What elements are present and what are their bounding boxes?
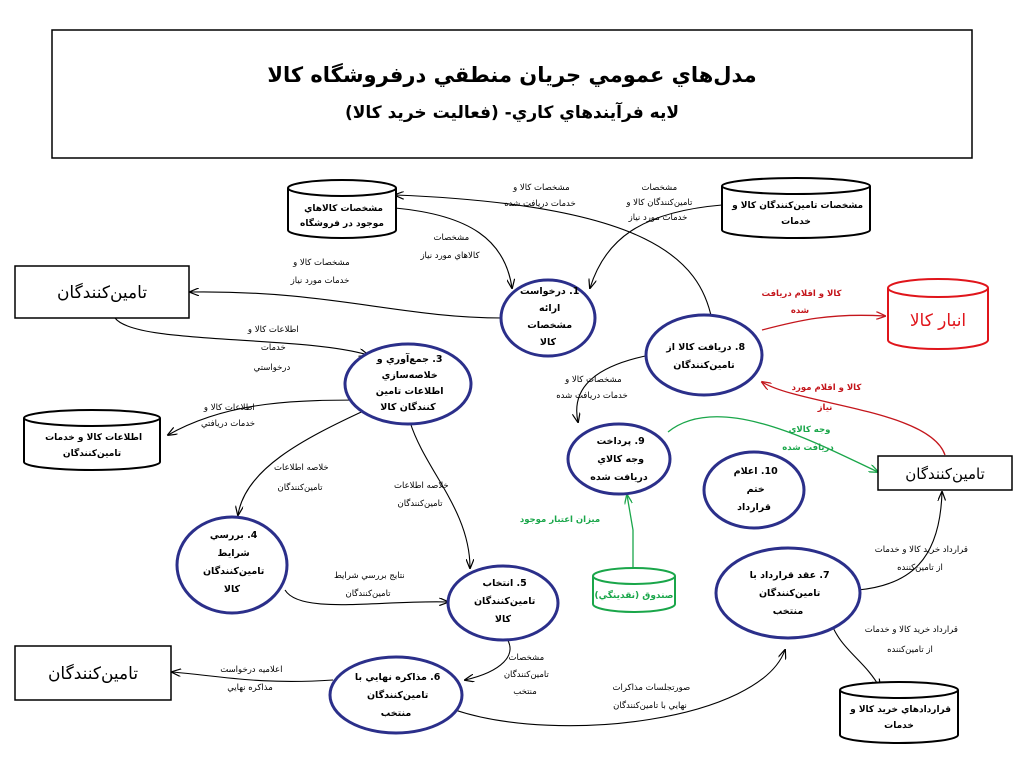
flow-label-suppliers-to-p3: اطلاعات كالا و خدمات درخواستي — [245, 325, 299, 373]
flow-p8-to-p9 — [577, 354, 651, 422]
svg-text:اطلاعات كالا و خدمات تام: اطلاعات كالا و خدمات تامين‌كنندگان — [42, 433, 142, 459]
process-8: 8. دريافت كالا از تامين‌كنندگان — [644, 313, 764, 397]
store-contracts: قراردادهاي خريد كالا و خدمات — [839, 681, 959, 744]
flow-label-p3-to-p5: خلاصه اطلاعات تامين‌كنندگان — [391, 481, 448, 509]
svg-text:4. بررسي شرايط تام: 4. بررسي شرايط تامين‌كنندگان كالا — [200, 530, 265, 595]
flow-label-p3-to-p4: خلاصه اطلاعات تامين‌كنندگان — [271, 463, 328, 493]
svg-text:مشخصات تامين‌كنندگان كالا و: مشخصات تامين‌كنندگان كالا و خدمات — [729, 199, 863, 227]
flow-goods-to-p1 — [394, 207, 512, 288]
svg-text:صندوق (نقدينگي): صندوق (نقدينگي) — [594, 589, 673, 601]
flow-suppliers-to-p3 — [114, 317, 368, 355]
title-box: مدل‌هاي عمومي جريان منطقي درفروشگاه كالا… — [51, 29, 973, 159]
svg-text:3. جمع‌آوري و خلاصه‌سازي: 3. جمع‌آوري و خلاصه‌سازي اطلاعات تامين ك… — [372, 352, 443, 413]
flow-p3-to-info — [168, 399, 371, 435]
flow-label-p3-to-info: اطلاعات كالا و خدمات دريافتي — [201, 403, 255, 429]
store-supplier-info: اطلاعات كالا و خدمات تامين‌كنندگان — [23, 409, 161, 471]
flow-label-suppliers-to-p8: كالا و اقلام مورد نياز — [789, 383, 862, 413]
svg-text:تامين‌كنندگان: تامين‌كنندگان — [905, 465, 985, 483]
flow-label-cash-to-p9: ميزان اعتبار موجود — [520, 515, 600, 525]
flow-label-p8-to-goods: مشخصات كالا و خدمات دريافت شده — [504, 183, 576, 209]
process-9: 9. پرداخت وجه كالاي دريافت شده — [566, 422, 672, 496]
flow-label-specs-to-p1: مشخصات تامين‌كنندگان كالا و خدمات مورد ن… — [624, 183, 693, 223]
svg-text:1. درخواست ارائه م: 1. درخواست ارائه مشخصات كالا — [517, 286, 580, 348]
svg-text:قراردادهاي خريد كالا و خ: قراردادهاي خريد كالا و خدمات — [847, 705, 951, 731]
flow-p1-to-suppliers — [190, 292, 504, 319]
process-10: 10. اعلام ختم قرارداد — [702, 450, 806, 530]
store-supplier-specs: مشخصات تامين‌كنندگان كالا و خدمات — [721, 177, 871, 239]
svg-text:9. پرداخت وجه كالاي: 9. پرداخت وجه كالاي دريافت شده — [590, 436, 648, 483]
flow-suppliers-to-p8 — [762, 382, 946, 456]
flow-label-goods-to-p1: مشخصات كالاهاي مورد نياز — [419, 233, 480, 261]
process-6: 6. مذاكره نهايي با تامين‌كنندگان منتخب — [328, 655, 464, 735]
flow-p4-to-p5 — [284, 589, 448, 605]
svg-text:10. اعلام ختم قرار: 10. اعلام ختم قرارداد — [730, 466, 778, 513]
diagram-subtitle: لايه فرآيندهاي كاري- (فعاليت خريد كالا) — [345, 101, 679, 123]
svg-text:مشخصات كالاهاي موجود در: مشخصات كالاهاي موجود در فروشگاه — [300, 204, 384, 229]
store-cash: صندوق (نقدينگي) — [592, 567, 676, 613]
flow-label-p7-to-contracts: قرارداد خريد كالا و خدمات از تامين‌كننده — [862, 625, 958, 655]
svg-text:7. عقد قرارداد با تامين‌: 7. عقد قرارداد با تامين‌كنندگان منتخب — [746, 570, 829, 617]
flow-p8-to-goods — [395, 195, 713, 321]
svg-text:تامين‌كنندگان: تامين‌كنندگان — [57, 282, 147, 303]
process-5: 5. انتخاب تامين‌كنندگان كالا — [446, 564, 560, 642]
svg-text:6. مذاكره نهايي با تامين: 6. مذاكره نهايي با تامين‌كنندگان منتخب — [352, 672, 441, 719]
diagram-title: مدل‌هاي عمومي جريان منطقي درفروشگاه كالا — [267, 62, 756, 88]
flow-label-p6-to-suppliers: اعلاميه درخواست مذاكره نهايي — [218, 665, 283, 693]
flow-label-p4-to-p5: نتايج بررسي شرايط تامين‌كنندگان — [331, 571, 404, 599]
svg-text:انبار كالا: انبار كالا — [910, 311, 966, 331]
entity-suppliers-left-bottom: تامين‌كنندگان — [14, 645, 172, 701]
store-goods: مشخصات كالاهاي موجود در فروشگاه — [287, 179, 397, 239]
svg-text:8. دريافت كالا از تامين‌: 8. دريافت كالا از تامين‌كنندگان — [663, 342, 746, 371]
entity-suppliers-right: تامين‌كنندگان — [877, 455, 1013, 491]
flow-p7-to-suppliers — [857, 492, 942, 591]
flow-specs-to-p1 — [590, 204, 723, 288]
flow-p6-to-p7 — [454, 650, 785, 727]
flow-p3-to-p4 — [238, 407, 371, 515]
flow-label-p8-to-warehouse: كالا و اقلام دريافت شده — [759, 289, 842, 316]
process-4: 4. بررسي شرايط تامين‌كنندگان كالا — [175, 515, 289, 615]
flow-p9-to-suppliers — [667, 416, 878, 472]
svg-text:5. انتخاب تامين‌كنندگان: 5. انتخاب تامين‌كنندگان كالا — [471, 578, 536, 625]
entity-suppliers-left-top: تامين‌كنندگان — [14, 265, 190, 319]
process-7: 7. عقد قرارداد با تامين‌كنندگان منتخب — [714, 546, 862, 640]
flow-cash-to-p9 — [627, 495, 634, 568]
process-1: 1. درخواست ارائه مشخصات كالا — [499, 278, 597, 358]
flow-label-p9-to-suppliers: وجه كالاي دريافت شده — [782, 425, 834, 453]
flow-label-p1-to-suppliers: مشخصات كالا و خدمات مورد نياز — [290, 258, 350, 286]
flow-p6-to-suppliers — [172, 672, 334, 683]
flow-p3-to-p5 — [409, 421, 470, 568]
flow-label-p7-to-suppliers: قرارداد خريد كالا و خدمات از تامين‌كننده — [872, 545, 968, 573]
svg-text:تامين‌كنندگان: تامين‌كنندگان — [48, 663, 138, 684]
flow-p5-to-p6 — [465, 635, 511, 680]
flow-label-p8-to-p9: مشخصات كالا و خدمات دريافت شده — [556, 375, 628, 401]
flow-p8-to-warehouse — [761, 315, 885, 331]
process-3: 3. جمع‌آوري و خلاصه‌سازي اطلاعات تامين ك… — [343, 342, 473, 426]
store-warehouse: انبار كالا — [887, 278, 989, 350]
flow-label-p6-to-p7: صورتجلسات مذاكرات نهايي با تامين‌كنندگان — [610, 683, 690, 711]
flow-label-p5-to-p6: مشخصات تامين‌كنندگان منتخب — [501, 653, 549, 697]
